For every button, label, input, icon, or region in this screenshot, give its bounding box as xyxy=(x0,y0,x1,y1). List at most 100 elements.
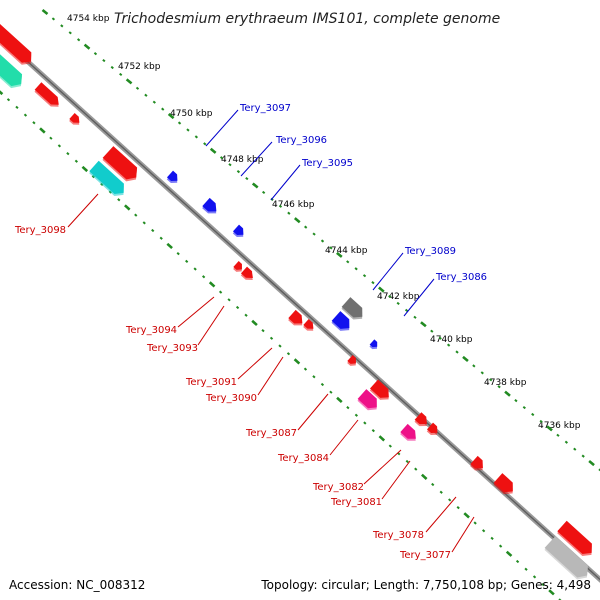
scale-label: 4754 kbp xyxy=(67,14,110,24)
callout-line xyxy=(297,393,329,431)
gene-feature xyxy=(331,311,350,331)
scale-tick xyxy=(354,267,358,271)
callout-line xyxy=(240,141,273,177)
scale-label: 4746 kbp xyxy=(272,200,315,210)
scale-tick xyxy=(346,405,350,410)
scale-tick xyxy=(185,259,189,263)
gene-label: Tery_3096 xyxy=(275,135,327,146)
scale-tick xyxy=(49,136,53,140)
gene-feature xyxy=(357,389,377,411)
scale-tick xyxy=(524,567,528,571)
gene-feature xyxy=(232,224,244,238)
gene-arrow xyxy=(557,520,592,555)
gene-feature xyxy=(341,297,363,320)
scale-tick xyxy=(472,364,476,368)
gene-arrow xyxy=(347,355,356,364)
gene-arrow xyxy=(470,455,483,469)
gene-arrow xyxy=(34,82,59,105)
gene-arrow xyxy=(202,197,217,212)
scale-tick xyxy=(102,58,106,63)
scale-tick xyxy=(208,281,216,288)
scale-tick xyxy=(251,319,258,327)
gene-feature xyxy=(544,536,588,580)
gene-feature xyxy=(0,22,32,65)
scale-tick xyxy=(446,343,451,347)
gene-label: Tery_3077 xyxy=(399,550,451,561)
scale-tick xyxy=(117,198,121,202)
gene-label: Tery_3094 xyxy=(125,325,177,336)
scale-tick xyxy=(363,421,367,425)
scale-label: 4744 kbp xyxy=(325,246,368,256)
callout-line xyxy=(270,164,301,201)
callout-line xyxy=(451,516,475,553)
gene-feature xyxy=(303,319,314,331)
scale-tick xyxy=(32,121,36,125)
gene-arrow xyxy=(288,309,303,324)
scale-tick xyxy=(57,144,62,148)
scale-tick xyxy=(336,251,343,258)
scale-tick xyxy=(541,582,545,587)
scale-tick xyxy=(66,151,70,156)
scale-tick xyxy=(228,163,232,167)
scale-tick xyxy=(388,294,392,299)
scale-tick xyxy=(293,217,301,224)
scale-tick xyxy=(546,425,553,432)
scale-tick xyxy=(515,559,520,564)
scale-tick xyxy=(74,159,78,163)
gene-label: Tery_3097 xyxy=(239,103,291,114)
scale-tick xyxy=(497,385,501,389)
callout-line xyxy=(329,419,359,456)
scale-tick xyxy=(404,308,409,312)
scale-tick xyxy=(588,460,595,467)
scale-tick xyxy=(0,90,4,96)
scale-tick xyxy=(51,17,56,21)
gene-feature xyxy=(202,197,217,214)
gene-arrow xyxy=(369,339,378,348)
gene-arrow xyxy=(493,473,513,493)
scale-tick xyxy=(548,589,555,596)
gene-label: Tery_3091 xyxy=(185,377,237,388)
scale-tick xyxy=(438,336,442,340)
scale-tick xyxy=(278,344,282,348)
gene-arrow xyxy=(233,261,242,270)
scale-tick xyxy=(227,298,231,302)
scale-tick xyxy=(219,156,224,160)
scale-tick xyxy=(463,512,470,519)
scale-label: 4736 kbp xyxy=(538,421,581,431)
scale-tick xyxy=(362,274,367,278)
gene-feature xyxy=(493,473,513,495)
scale-tick xyxy=(39,127,46,134)
scale-tick xyxy=(134,213,138,217)
scale-tick xyxy=(15,105,19,110)
scale-tick xyxy=(414,467,418,471)
scale-tick xyxy=(354,413,358,417)
scale-tick xyxy=(177,121,182,125)
scale-tick xyxy=(480,371,484,375)
scale-tick xyxy=(161,107,165,111)
scale-tick xyxy=(245,176,249,181)
scale-tick xyxy=(244,313,248,317)
scale-tick xyxy=(320,382,325,387)
gene-arrow xyxy=(89,160,124,195)
scale-tick xyxy=(371,281,375,285)
gene-arrow xyxy=(102,146,138,180)
scale-tick xyxy=(498,544,503,548)
scale-tick xyxy=(336,396,343,403)
scale-tick xyxy=(236,170,241,174)
gene-arrow xyxy=(331,311,350,329)
gene-feature xyxy=(414,412,427,427)
callout-line xyxy=(237,347,273,380)
scale-tick xyxy=(539,419,543,424)
scale-tick xyxy=(482,529,486,533)
gene-feature xyxy=(34,82,59,107)
scale-tick xyxy=(159,236,163,240)
gene-feature xyxy=(400,423,416,441)
scale-tick xyxy=(261,328,265,333)
scale-tick xyxy=(251,182,259,189)
callout-line xyxy=(67,193,99,228)
scale-tick xyxy=(556,433,560,437)
gene-label: Tery_3084 xyxy=(277,453,329,464)
scale-label: 4740 kbp xyxy=(430,335,473,345)
scale-tick xyxy=(532,575,537,579)
